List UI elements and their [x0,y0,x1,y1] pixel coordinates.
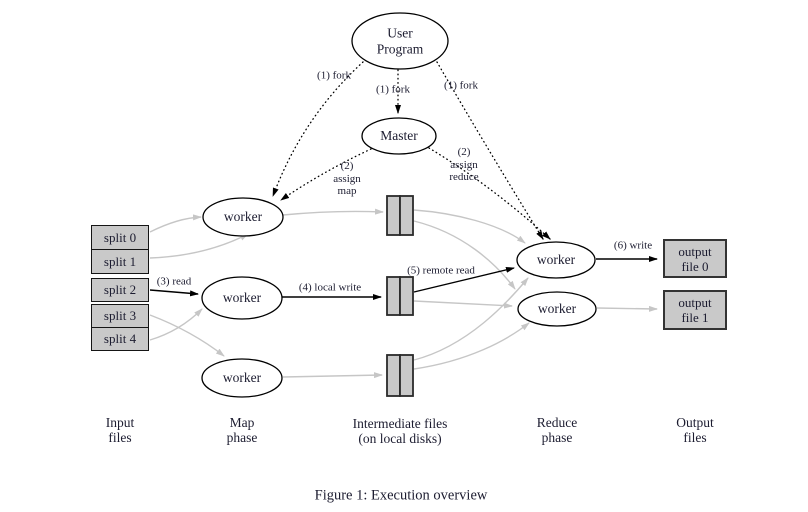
edge-worker1-ifile1 [282,208,384,216]
split-2-label: split 2 [103,282,137,297]
split-box-2: split 2 [91,278,149,302]
output-file-1-box: output file 1 [663,290,727,330]
intermediate-file-2-right [399,276,414,316]
split-4-label: split 4 [103,331,137,346]
output-file-0-box: output file 0 [663,239,727,278]
intermediate-file-1-left [386,195,401,236]
column-label-output-files: Output files [676,415,714,445]
remote-read-label: (5) remote read [407,264,475,277]
edge-fork-left [272,61,364,197]
edge-ifile2-rworker2 [413,300,513,309]
map-worker-3-label: worker [222,370,262,386]
split-box-1: split 1 [91,249,149,274]
map-worker-1-label: worker [223,209,263,225]
fork-center-label: (1) fork [376,83,410,96]
user-program-label: User Program [376,25,424,56]
edge-remote-read [413,266,515,293]
edge-rworker2-output1 [596,305,658,312]
reduce-worker-2-ellipse [517,291,597,327]
assign-reduce-label: (2) assign reduce [449,146,479,184]
reduce-worker-1-ellipse [516,241,596,279]
local-write-label: (4) local write [298,281,362,294]
intermediate-file-1-right [399,195,414,236]
split-3-label: split 3 [103,308,137,323]
output-file-0-label: output file 0 [678,243,712,274]
read-label: (3) read [156,275,192,288]
edge-ifile3-rworker2 [413,322,530,370]
split-0-label: split 0 [103,229,137,245]
reduce-worker-1-label: worker [536,252,576,268]
split-box-3: split 3 [91,304,149,328]
intermediate-file-2-left [386,276,401,316]
intermediate-file-3-left [386,354,401,397]
split-box-0: split 0 [91,225,149,250]
edge-split4-worker2 [149,308,203,341]
edge-split0-worker1 [149,214,202,233]
map-worker-3-ellipse [201,358,283,398]
figure-caption: Figure 1: Execution overview [314,487,488,504]
split-1-label: split 1 [103,253,137,269]
master-label: Master [380,128,418,144]
column-label-reduce-phase: Reduce phase [536,415,578,445]
edge-ifile1-rworker1 [413,209,526,244]
write-label: (6) write [613,239,653,252]
intermediate-file-3-right [399,354,414,397]
column-label-map-phase: Map phase [226,415,258,445]
output-file-1-label: output file 1 [678,295,712,325]
map-worker-2-ellipse [201,276,283,320]
fork-right-label: (1) fork [444,79,478,92]
split-box-4: split 4 [91,327,149,351]
edge-assign-reduce [428,147,551,240]
fork-left-label: (1) fork [317,69,351,82]
assign-map-label: (2) assign map [333,160,361,198]
reduce-worker-2-label: worker [537,301,577,317]
edge-ifile3-rworker1 [413,277,529,361]
map-worker-1-ellipse [202,197,284,237]
edge-ifile1-rworker2 [413,220,516,290]
column-label-intermediate-files: Intermediate files (on local disks) [352,416,448,446]
master-ellipse [361,117,437,155]
edge-read [149,289,199,297]
edge-worker3-ifile3 [282,372,383,379]
edge-assign-map [280,148,372,201]
edge-split1-worker1 [149,233,249,259]
map-worker-2-label: worker [222,290,262,306]
column-label-input-files: Input files [105,415,135,445]
user-program-ellipse [351,12,449,70]
edge-split3-worker3 [149,314,225,357]
